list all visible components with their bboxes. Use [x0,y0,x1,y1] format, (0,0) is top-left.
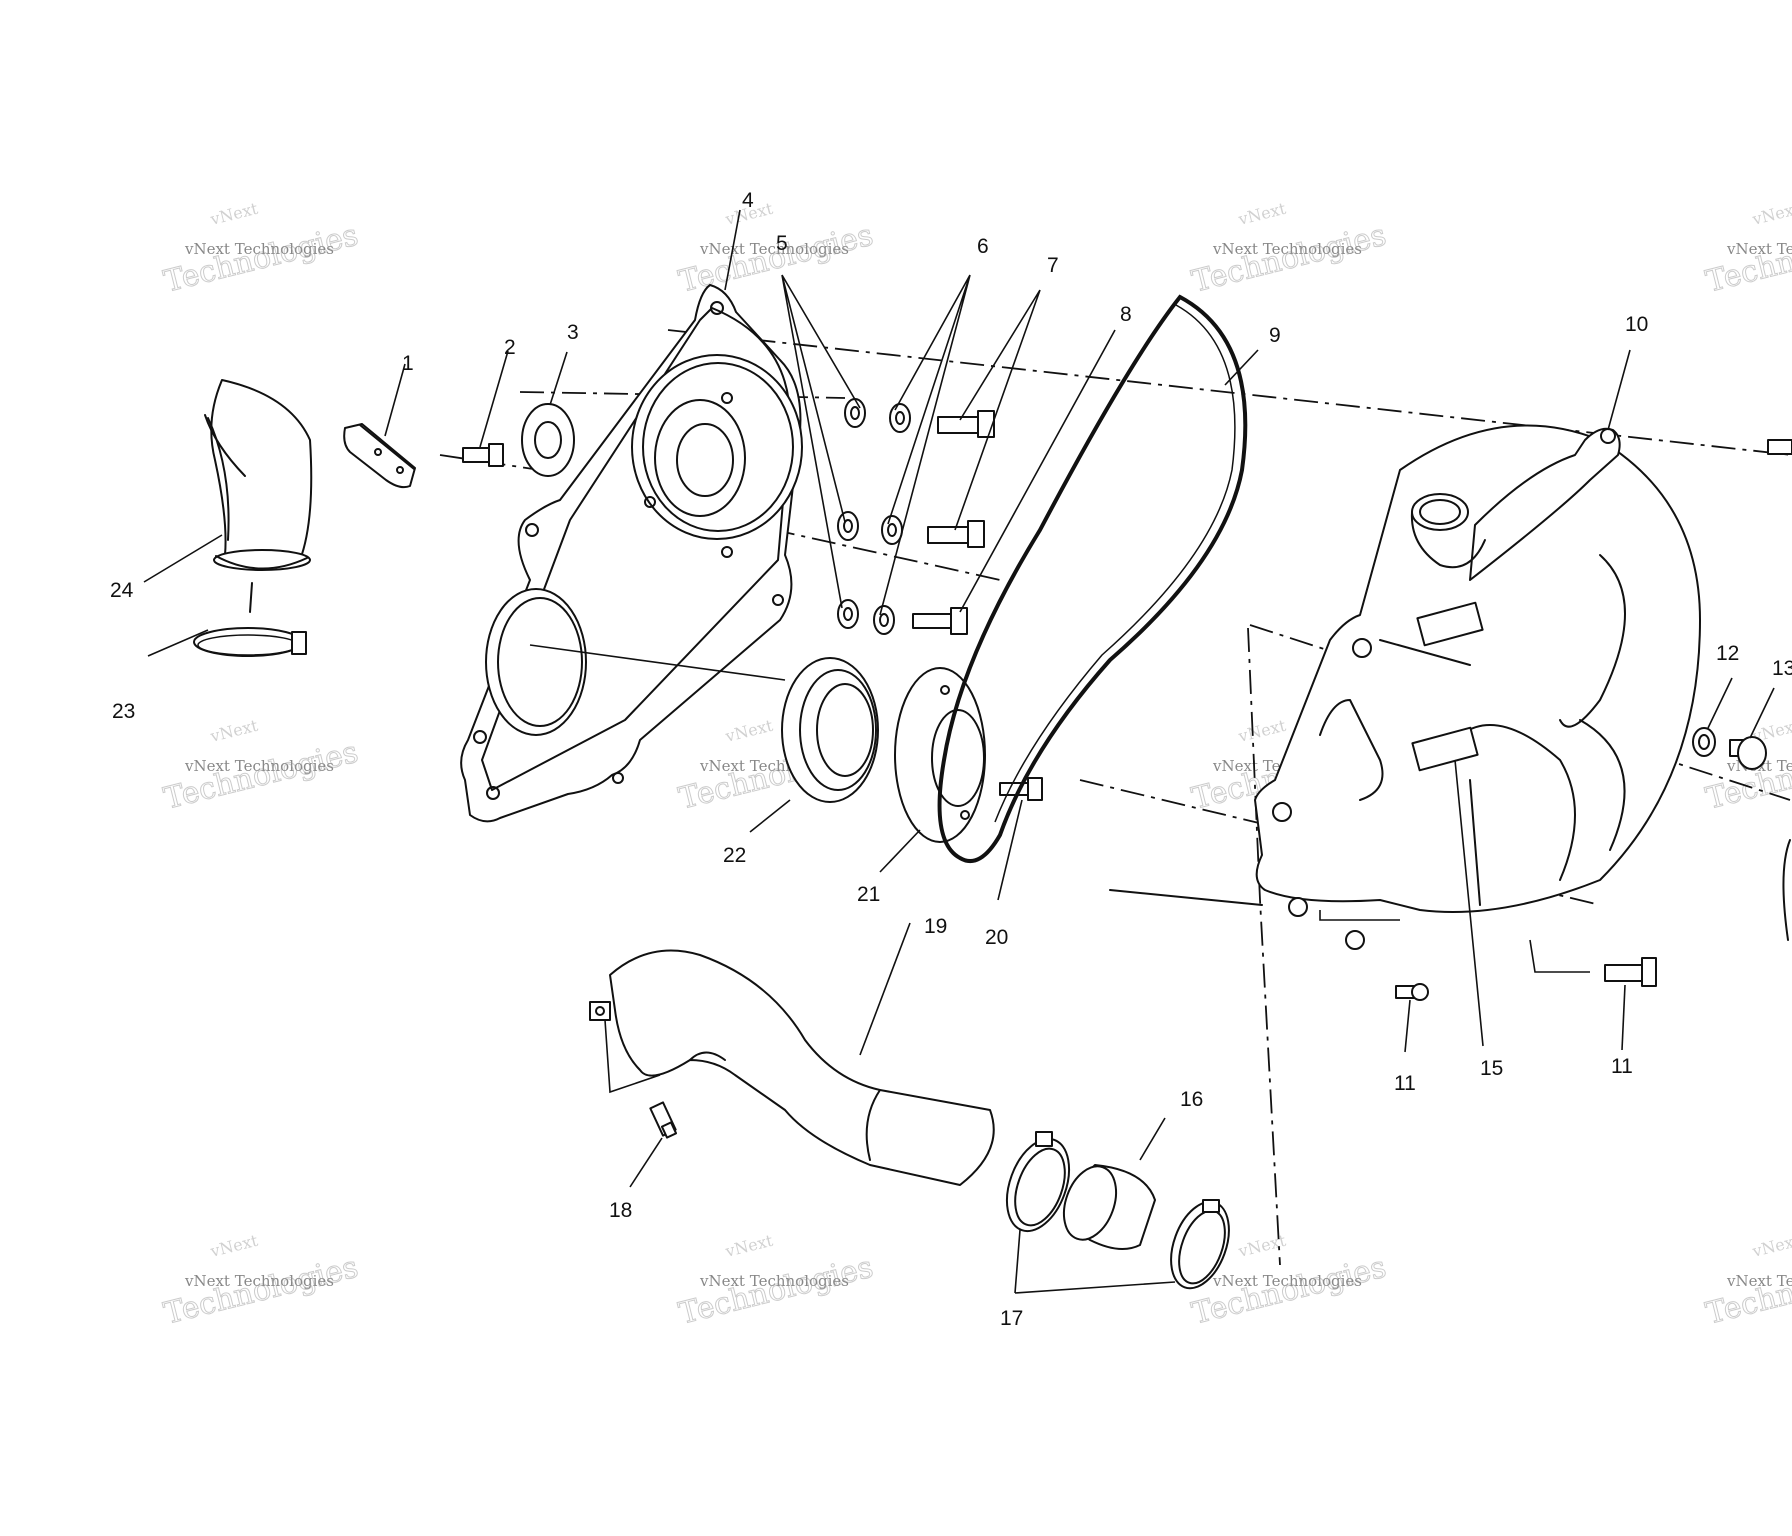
watermark-line1: vNext [1750,199,1792,229]
parts-12-13 [1692,439,1792,941]
watermark-line3: Technologies [1702,1250,1792,1332]
part-10-outer-cover [1109,424,1701,950]
callout-11-right: 11 [1611,1055,1633,1078]
watermark-line2: vNext Technologies [1726,240,1792,258]
callout-21: 21 [857,883,880,906]
watermark: vNext vNext Technologies Technologies [160,1231,362,1332]
callout-5: 5 [776,232,788,255]
part-24-duct [204,379,313,571]
parts-7-8-bolts [912,410,995,635]
watermark-line1: vNext [1750,1231,1792,1261]
callout-19: 19 [924,915,947,938]
callout-9: 9 [1269,324,1281,347]
part-18-screw [649,1101,678,1139]
part-4-inner-cover [460,284,803,823]
watermark: vNext vNext Technologies Technologies [1702,199,1792,300]
part-22-seal [529,644,879,803]
callout-15: 15 [1480,1057,1503,1080]
callout-13: 13 [1772,657,1792,680]
callout-22: 22 [723,844,746,867]
watermark-line3: Technologies [160,218,361,300]
parts-16-17 [1005,1131,1230,1290]
watermark: vNext vNext Technologies Technologies [1702,1231,1792,1332]
callout-3: 3 [567,321,579,344]
callout-2: 2 [504,336,516,359]
callout-20: 20 [985,926,1008,949]
watermark-line2: vNext Technologies [699,240,849,258]
callout-labels: 1 2 3 4 5 6 7 8 9 10 11 11 12 13 15 16 1… [110,189,1792,1330]
watermark-line1: vNext [208,716,261,746]
watermark-line2: vNext Technologies [1726,1272,1792,1290]
watermark-line2: vNext Technologies [184,1272,334,1290]
callout-17: 17 [1000,1307,1023,1330]
watermark-line1: vNext [723,716,776,746]
watermark-line1: vNext [1236,1231,1289,1261]
part-23-clamp [193,582,307,657]
watermark-line2: vNext Technologies [184,757,334,775]
callout-1: 1 [402,352,414,375]
callout-7: 7 [1047,254,1059,277]
callout-10: 10 [1625,313,1648,336]
watermark-line2: vNext Technologies [184,240,334,258]
watermark: vNext vNext Technologies Technologies [675,1231,877,1332]
watermark-line1: vNext [723,1231,776,1261]
leader-lines [143,209,1775,1294]
watermark-line2: vNext Technologies [699,1272,849,1290]
watermark: vNext vNext Technologies Technologies [675,199,877,300]
callout-6: 6 [977,235,989,258]
watermark: vNext vNext Technologies Technologies [160,716,362,817]
part-21-plate [894,667,986,843]
watermark-line1: vNext [1236,199,1289,229]
callout-11-left: 11 [1394,1072,1416,1095]
callout-23: 23 [112,700,135,723]
parts-5-6-washers [837,398,911,635]
callout-8: 8 [1120,303,1132,326]
watermark-line3: Technologies [160,735,361,817]
watermark-line3: Technologies [675,1250,876,1332]
part-2-screw [462,443,504,467]
callout-12: 12 [1716,642,1739,665]
center-line-cover [1247,627,1281,1266]
watermark-line1: vNext [208,199,261,229]
callout-24: 24 [110,579,134,602]
part-3-washer [521,403,575,477]
part-1-bracket [343,423,416,489]
watermark-line2: vNext Technologies [1212,240,1362,258]
parts-11 [1395,939,1657,1001]
watermark-line1: vNext [1236,716,1289,746]
watermark: vNext vNext Technologies Technologies [1188,199,1390,300]
watermark-line3: Technologies [1702,218,1792,300]
callout-18: 18 [609,1199,632,1222]
watermark-line2: vNext Technologies [1212,1272,1362,1290]
watermark-line3: Technologies [1188,218,1389,300]
callout-16: 16 [1180,1088,1203,1111]
part-19-duct [589,949,995,1186]
watermark-line1: vNext [208,1231,261,1261]
part-9-seal [937,294,1248,864]
callout-4: 4 [742,189,754,212]
watermark-line3: Technologies [675,218,876,300]
watermark: vNext vNext Technologies Technologies [160,199,362,300]
watermark-line3: Technologies [160,1250,361,1332]
